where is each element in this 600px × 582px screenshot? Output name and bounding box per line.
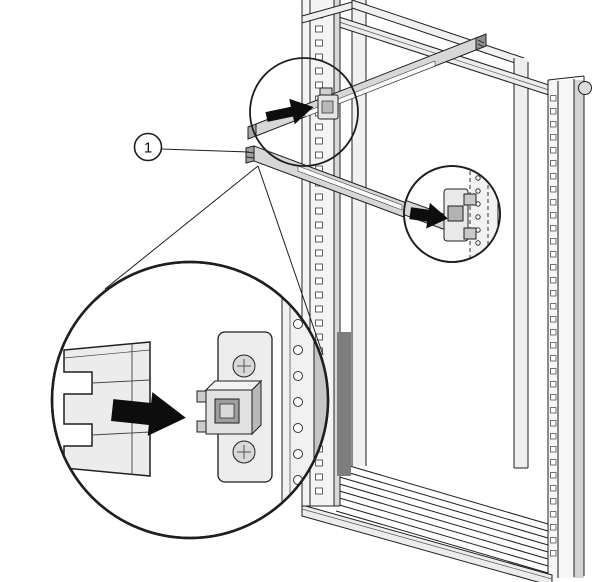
callout-circle-detail [50, 260, 330, 540]
callout-label-1: 1 [133, 132, 250, 162]
rack-bottom-beam [301, 504, 553, 582]
rack-back-left-post [352, 0, 366, 466]
rack-knob [578, 81, 592, 95]
rack-frame-back [335, 0, 553, 469]
slide-rail-upper [247, 33, 487, 140]
top-side-beam [301, 1, 353, 24]
rail-end-cap [245, 145, 255, 164]
rack-base [301, 461, 553, 582]
label-circle [133, 132, 163, 162]
bracket-hook [463, 193, 477, 206]
insert-arrow-icon [111, 392, 186, 436]
callout-circle-right [403, 165, 501, 263]
post-side-shadow [337, 332, 351, 476]
mounting-clip [205, 389, 253, 435]
insert-arrow-icon [409, 202, 448, 229]
label-number: 1 [144, 140, 152, 157]
label-leader-line [160, 148, 250, 153]
callout-leader-lines [104, 165, 324, 356]
callout-circle-top [249, 57, 359, 167]
clip-flange [196, 420, 207, 433]
mounting-holes-column [549, 92, 558, 560]
insert-arrow-icon [265, 98, 314, 125]
rail-end-cap [475, 33, 487, 51]
clip-flange [196, 390, 207, 403]
rack-back-right-post [514, 58, 528, 468]
rack-right-post [547, 75, 592, 578]
rail-slot [297, 165, 403, 211]
bracket-hook [463, 227, 477, 240]
